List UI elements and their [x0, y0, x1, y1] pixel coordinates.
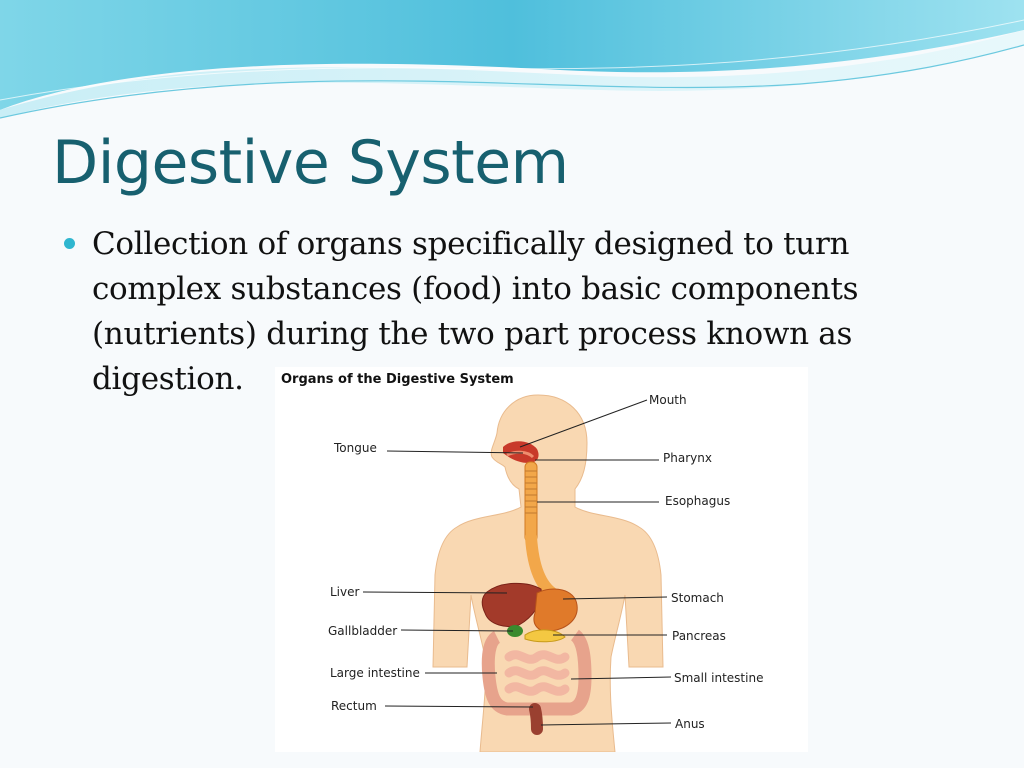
- slide-title: Digestive System: [52, 128, 569, 198]
- label-gallbladder: Gallbladder: [328, 624, 397, 638]
- label-small-intestine: Small intestine: [674, 671, 763, 685]
- digestive-diagram-svg: Organs of the Digestive System: [281, 372, 763, 753]
- bullet-text: Collection of organs specifically design…: [92, 226, 859, 397]
- label-liver: Liver: [330, 585, 360, 599]
- diagram-title: Organs of the Digestive System: [281, 372, 514, 387]
- label-esophagus: Esophagus: [665, 494, 730, 508]
- organs: [481, 441, 592, 735]
- label-anus: Anus: [675, 717, 705, 731]
- label-pancreas: Pancreas: [672, 629, 726, 643]
- bullet-icon: [64, 238, 75, 249]
- label-stomach: Stomach: [671, 591, 724, 605]
- label-large-intestine: Large intestine: [330, 666, 420, 680]
- body-silhouette: [432, 394, 664, 753]
- label-tongue: Tongue: [333, 441, 377, 455]
- label-pharynx: Pharynx: [663, 451, 712, 465]
- label-mouth: Mouth: [649, 393, 687, 407]
- label-rectum: Rectum: [331, 699, 377, 713]
- header-wave: [0, 0, 1024, 119]
- digestive-diagram: Organs of the Digestive System: [275, 367, 808, 753]
- leader-lines: [362, 399, 672, 726]
